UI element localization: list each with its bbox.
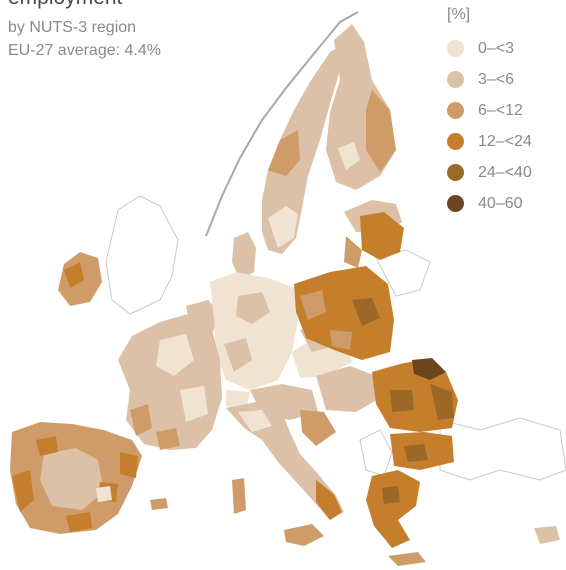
- legend-item: 24–<40: [447, 157, 532, 188]
- legend-item: 40–60: [447, 188, 532, 219]
- legend-label: 40–60: [478, 194, 523, 212]
- legend-item: 3–<6: [447, 64, 532, 95]
- legend-swatch: [447, 133, 464, 150]
- region-ireland-west: [64, 262, 84, 288]
- region-southeast: [300, 358, 458, 566]
- region-denmark: [232, 232, 256, 280]
- legend-label: 3–<6: [478, 70, 515, 88]
- legend-item: 6–<12: [447, 95, 532, 126]
- legend-item: 0–<3: [447, 33, 532, 64]
- legend-unit: [%]: [447, 6, 471, 23]
- region-finland-east: [366, 90, 396, 172]
- legend-swatch: [447, 195, 464, 212]
- legend-swatch: [447, 102, 464, 119]
- map-title: employment: [8, 0, 122, 10]
- legend-label: 6–<12: [478, 101, 523, 119]
- map-subtitle: by NUTS-3 region: [8, 19, 137, 36]
- legend-label: 12–<24: [478, 132, 532, 150]
- legend-swatch: [447, 164, 464, 181]
- region-islands: [150, 498, 560, 544]
- legend-label: 0–<3: [478, 39, 515, 57]
- region-poland: [294, 266, 394, 360]
- legend-swatch: [447, 40, 464, 57]
- region-sweden-south: [268, 206, 298, 248]
- legend-item: 12–<24: [447, 126, 532, 157]
- region-finland-helsinki: [338, 142, 360, 170]
- map-average-note: EU-27 average: 4.4%: [8, 42, 161, 59]
- region-sweden: [262, 44, 344, 254]
- region-nordic: [205, 11, 396, 254]
- region-italy: [226, 402, 344, 546]
- region-sweden-north: [268, 130, 300, 176]
- legend-list: 0–<3 3–<6 6–<12 12–<24 24–<40 40–60: [447, 33, 532, 219]
- non-eu-outline: [105, 195, 566, 481]
- region-iberia: [10, 422, 142, 534]
- region-baltics: [344, 200, 404, 268]
- map-legend: [%] 0–<3 3–<6 6–<12 12–<24 24–<40 40–60: [447, 6, 532, 219]
- legend-swatch: [447, 71, 464, 88]
- legend-label: 24–<40: [478, 163, 532, 181]
- region-france: [118, 314, 222, 450]
- norway-coast: [205, 11, 359, 237]
